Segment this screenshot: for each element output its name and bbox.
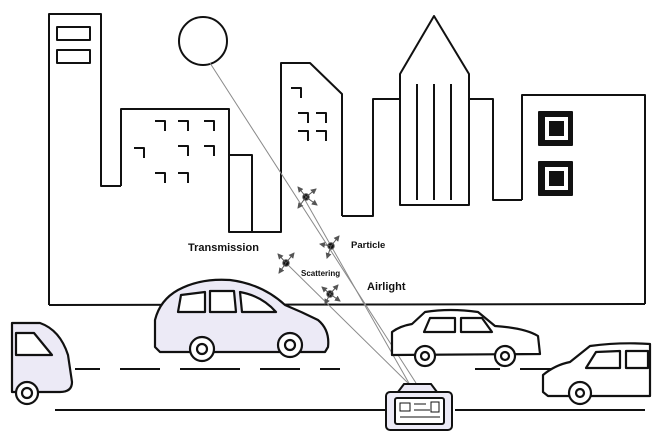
building-8 [522,95,645,304]
building-3 [229,155,252,232]
building-1 [49,14,121,305]
particle-group [278,187,340,304]
label-transmission: Transmission [188,242,259,254]
building-6 [400,16,469,205]
building-2 [121,109,229,186]
sun [179,17,227,65]
car-2 [392,310,540,366]
block-base-line [49,304,645,305]
label-scattering: Scattering [301,269,340,278]
building-4 [252,63,342,232]
car-right-partial [543,343,650,404]
building-7 [469,99,522,200]
label-airlight: Airlight [367,281,406,293]
label-particle: Particle [351,240,385,251]
building-5 [342,99,400,216]
camera [386,384,452,430]
car-1 [155,280,328,361]
car-left-partial [12,323,72,404]
